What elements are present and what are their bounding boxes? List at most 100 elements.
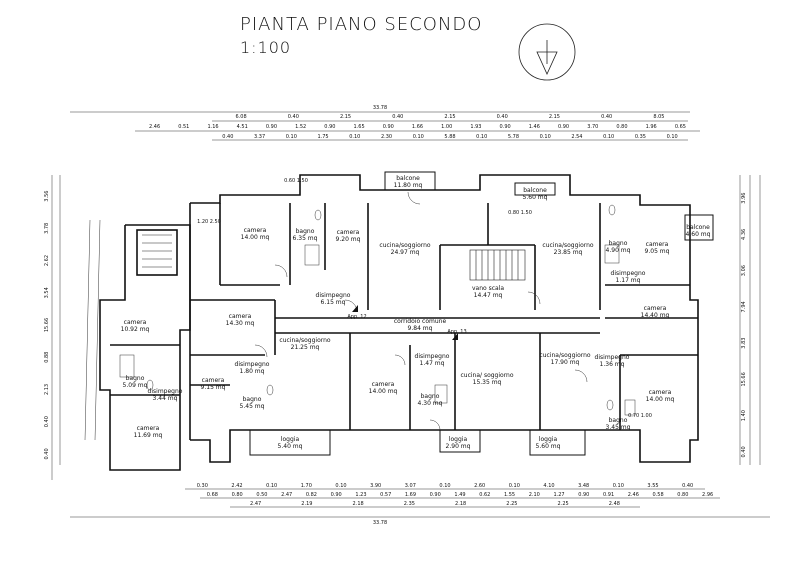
room-name: disimpegno xyxy=(316,292,351,299)
bathroom-fixtures xyxy=(119,204,636,416)
dim-bottom-row2: 2.47 xyxy=(281,492,292,498)
room-area: 21.25 mq xyxy=(291,344,320,351)
room-name: camera xyxy=(124,319,147,326)
dim-left: 0.40 xyxy=(44,448,50,459)
room-area: 11.80 mq xyxy=(394,182,423,189)
dim-bottom-row2: 0.90 xyxy=(331,492,342,498)
dim-bottom-row2: 0.57 xyxy=(380,492,391,498)
room-area: 4.60 mq xyxy=(686,231,711,238)
room-name: camera xyxy=(649,389,672,396)
dim-left: 15.66 xyxy=(44,318,50,332)
dim-top-row2: 0.90 xyxy=(500,124,511,130)
north-arrow-icon xyxy=(518,23,576,81)
dim-overall-bottom: 33.78 xyxy=(373,520,387,526)
dim-bottom-row2: 0.82 xyxy=(306,492,317,498)
dim-bottom-row2: 0.68 xyxy=(207,492,218,498)
room-name: bagno xyxy=(296,228,315,235)
room-area: 1.80 mq xyxy=(240,368,265,375)
room-name: camera xyxy=(137,425,160,432)
dim-bottom-row1: 3.55 xyxy=(647,483,658,489)
dim-top-row3: 2.54 xyxy=(571,134,582,140)
room-name: loggia xyxy=(281,436,300,443)
room-name: cucina/soggiorno xyxy=(542,242,593,249)
dim-top-row3: 0.10 xyxy=(667,134,678,140)
room-area: 17.90 mq xyxy=(551,359,580,366)
room-area: 6.15 mq xyxy=(321,299,346,306)
room-name: cucina/soggiorno xyxy=(279,337,330,344)
room-name: balcone xyxy=(686,224,710,231)
dim-left: 3.78 xyxy=(44,223,50,234)
room-area: 9.20 mq xyxy=(336,236,361,243)
room-name: cucina/soggiorno xyxy=(539,352,590,359)
dim-bottom-row2: 2.10 xyxy=(529,492,540,498)
room-name: loggia xyxy=(449,436,468,443)
dim-bottom-row2: 0.90 xyxy=(430,492,441,498)
dim-bottom-row2: 1.69 xyxy=(405,492,416,498)
door-swings xyxy=(254,191,588,431)
dim-right: 7.94 xyxy=(741,301,747,312)
dim-bottom-row3: 2.18 xyxy=(455,501,466,507)
room-area: 9.05 mq xyxy=(645,248,670,255)
dim-top-row2: 3.70 xyxy=(587,124,598,130)
dim-left: 0.40 xyxy=(44,416,50,427)
room-area: 14.00 mq xyxy=(646,396,675,403)
dim-bottom-row1: 4.10 xyxy=(543,483,554,489)
dim-top-row2: 4.51 xyxy=(237,124,248,130)
room-area: 1.47 mq xyxy=(420,360,445,367)
dim-bottom-row1: 0.10 xyxy=(613,483,624,489)
room-name: camera xyxy=(372,381,395,388)
room-name: corridoio comune xyxy=(394,318,447,325)
dim-top-row2: 0.90 xyxy=(324,124,335,130)
dim-bottom-row2: 0.58 xyxy=(653,492,664,498)
dim-bottom-row1: 3.90 xyxy=(370,483,381,489)
room-name: camera xyxy=(644,305,667,312)
dim-bottom-row3: 2.25 xyxy=(558,501,569,507)
room-area: 5.60 mq xyxy=(536,443,561,450)
dim-bottom-row2: 1.49 xyxy=(454,492,465,498)
stairs xyxy=(142,234,526,281)
room-area: 14.40 mq xyxy=(641,312,670,319)
dim-bottom-row2: 0.62 xyxy=(479,492,490,498)
room-name: camera xyxy=(229,313,252,320)
room-name: camera xyxy=(646,241,669,248)
dim-bottom-row1: 0.40 xyxy=(682,483,693,489)
dim-top-row1: 8.05 xyxy=(653,114,664,120)
room-area: 10.92 mq xyxy=(121,326,150,333)
dim-top-row3: 0.10 xyxy=(540,134,551,140)
dim-overall-top: 33.78 xyxy=(373,105,387,111)
section-marks xyxy=(352,305,458,340)
room-name: cucina/ soggiorno xyxy=(460,372,513,379)
room-area: 5.60 mq xyxy=(523,194,548,201)
plan-title: PIANTA PIANO SECONDO xyxy=(240,14,483,35)
dim-top-row1: 2.15 xyxy=(549,114,560,120)
opening-label: 1.20 2.50 xyxy=(197,219,221,225)
room-name: camera xyxy=(202,377,225,384)
room-area: 6.35 mq xyxy=(293,235,318,242)
opening-label: 0.70 1.00 xyxy=(628,413,652,419)
dim-bottom-row1: 1.70 xyxy=(301,483,312,489)
room-area: 9.84 mq xyxy=(408,325,433,332)
dim-top-row2: 1.66 xyxy=(412,124,423,130)
dim-bottom-row1: 0.10 xyxy=(439,483,450,489)
dim-left: 2.62 xyxy=(44,255,50,266)
room-name: balcone xyxy=(396,175,420,182)
dim-bottom-row1: 3.07 xyxy=(405,483,416,489)
room-area: 2.90 mq xyxy=(446,443,471,450)
dim-bottom-row1: 0.10 xyxy=(266,483,277,489)
room-area: 1.36 mq xyxy=(600,361,625,368)
dim-bottom-row2: 0.90 xyxy=(578,492,589,498)
room-area: 11.69 mq xyxy=(134,432,163,439)
room-name: bagno xyxy=(243,396,262,403)
dim-top-row1: 6.08 xyxy=(236,114,247,120)
dim-top-row2: 1.16 xyxy=(207,124,218,130)
dim-bottom-row2: 1.23 xyxy=(355,492,366,498)
dim-top-row2: 1.46 xyxy=(529,124,540,130)
dim-bottom-row2: 0.80 xyxy=(677,492,688,498)
balconies xyxy=(249,171,714,456)
dim-top-row3: 0.35 xyxy=(635,134,646,140)
dim-top-row1: 0.40 xyxy=(601,114,612,120)
room-area: 14.00 mq xyxy=(369,388,398,395)
dim-bottom-row1: 2.42 xyxy=(231,483,242,489)
